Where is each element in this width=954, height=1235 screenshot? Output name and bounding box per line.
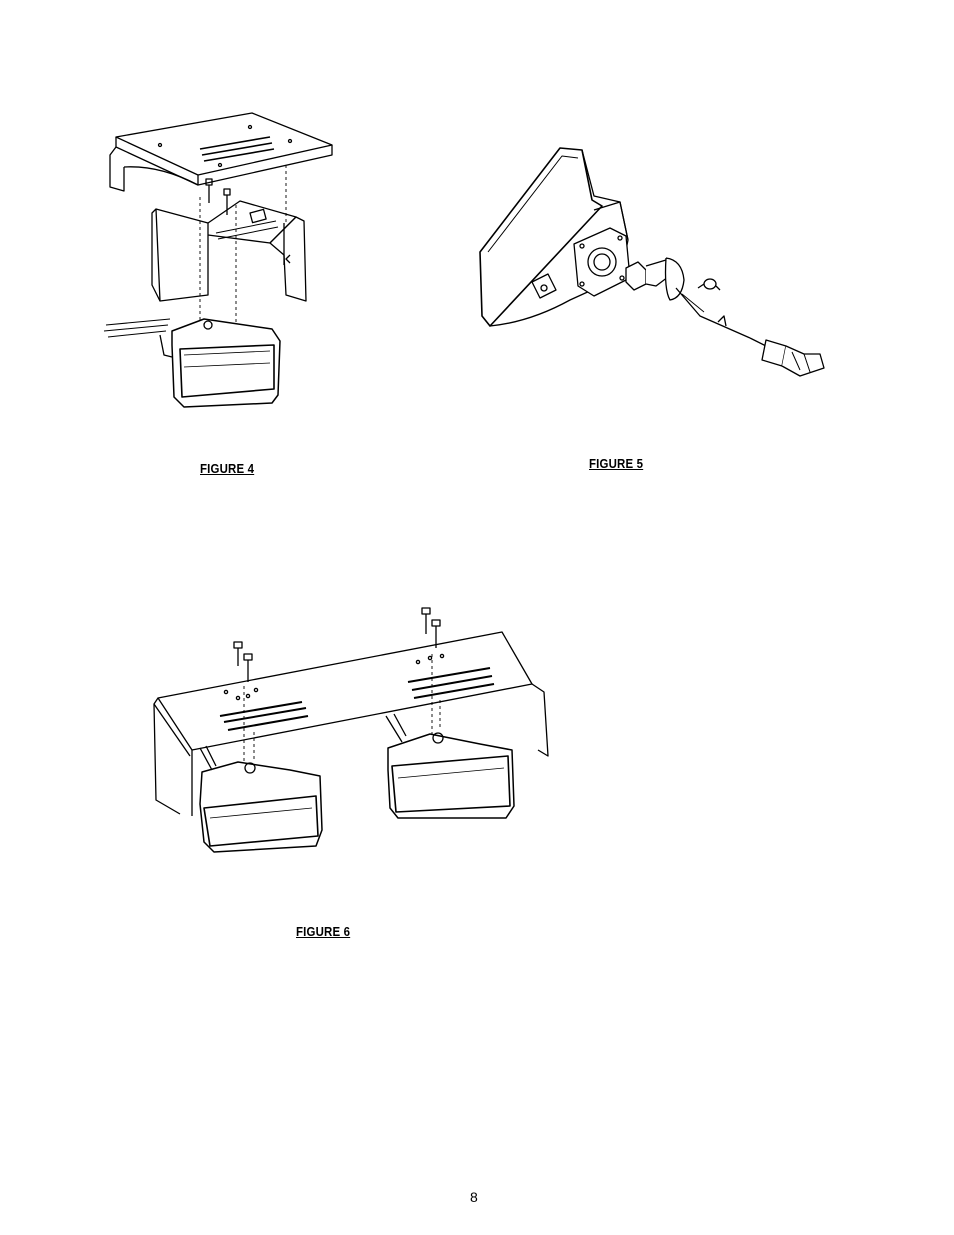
figure-4-caption: FIGURE 4 bbox=[200, 461, 254, 476]
figure-4-drawing bbox=[100, 105, 340, 410]
figure-6-drawing bbox=[140, 600, 555, 858]
figure-6-caption: FIGURE 6 bbox=[296, 924, 350, 939]
page-number: 8 bbox=[470, 1189, 478, 1205]
figure-5-drawing bbox=[470, 140, 835, 385]
figure-5-caption: FIGURE 5 bbox=[589, 456, 643, 471]
